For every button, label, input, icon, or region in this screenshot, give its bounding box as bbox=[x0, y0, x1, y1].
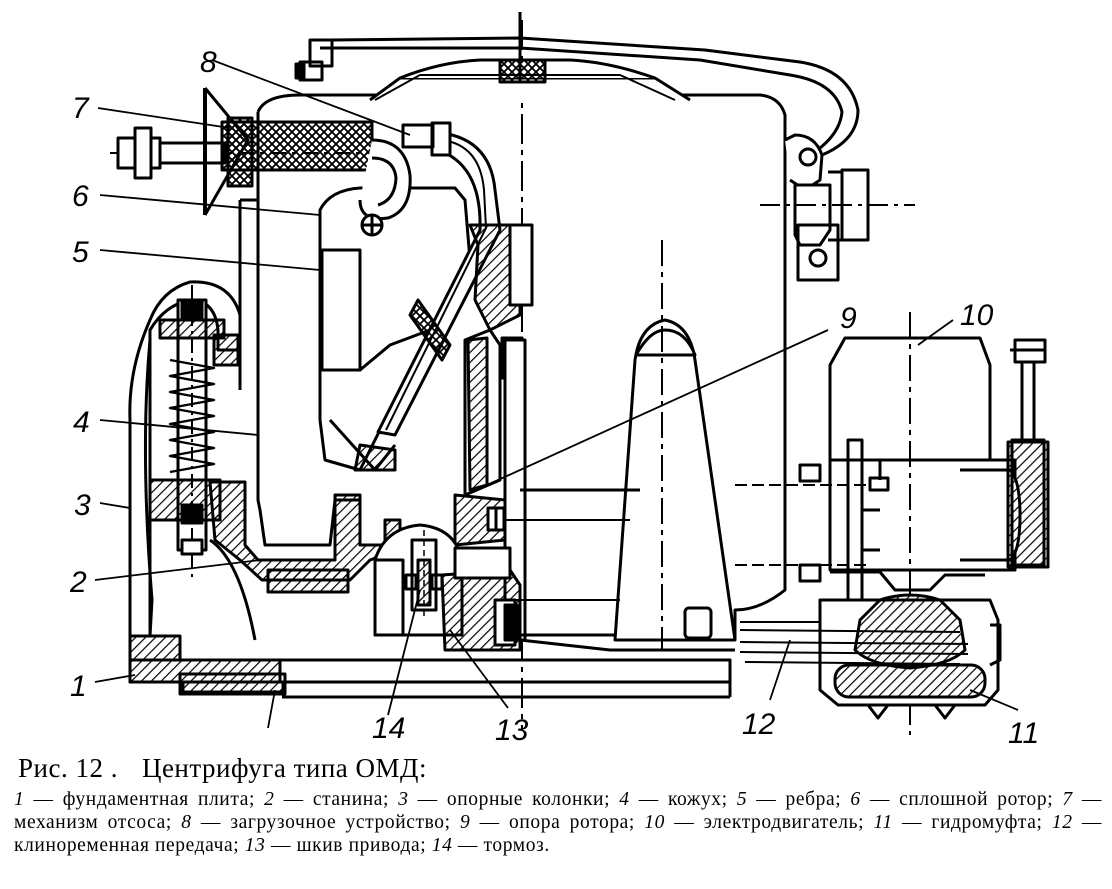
label-11: 11 bbox=[1008, 717, 1039, 745]
legend-num: 12 bbox=[1051, 812, 1073, 833]
legend-item: 1 — фундаментная плита; bbox=[14, 789, 255, 810]
legend-item: 7 — механизм отсоса; bbox=[14, 789, 1102, 833]
frame bbox=[208, 480, 402, 594]
legend-text: механизм отсоса; bbox=[14, 812, 172, 833]
legend-item: 12 — клиноременная передача; bbox=[14, 812, 1102, 856]
legend-text: шкив привода; bbox=[296, 835, 427, 856]
figure-caption: Рис. 12 . Центрифуга типа ОМД: 1 — фундам… bbox=[14, 752, 1102, 857]
label-4: 4 bbox=[73, 406, 90, 439]
label-3: 3 bbox=[74, 489, 91, 522]
legend-text: загрузочное устройство; bbox=[230, 812, 451, 833]
lid-hinge bbox=[760, 133, 915, 282]
caption-title-line: Рис. 12 . Центрифуга типа ОМД: bbox=[18, 752, 1102, 784]
legend-num: 14 bbox=[431, 835, 453, 856]
legend-text: клиноременная передача; bbox=[14, 835, 240, 856]
label-8: 8 bbox=[200, 46, 217, 79]
legend-item: 10 — электродвигатель; bbox=[644, 812, 865, 833]
label-9: 9 bbox=[840, 302, 857, 335]
legend-item: 11 — гидромуфта; bbox=[873, 812, 1043, 833]
legend-item: 9 — опора ротора; bbox=[459, 812, 635, 833]
label-7: 7 bbox=[72, 92, 90, 125]
legend-num: 4 bbox=[619, 789, 630, 810]
legend-num: 2 bbox=[264, 789, 275, 810]
part-labels: 1 2 3 4 5 6 7 8 9 10 11 12 13 14 bbox=[69, 46, 1039, 745]
legend-num: 8 bbox=[181, 812, 192, 833]
leader-lines bbox=[94, 59, 1019, 729]
legend-num: 5 bbox=[736, 789, 748, 810]
legend-text: станина; bbox=[312, 789, 390, 810]
label-5: 5 bbox=[72, 236, 89, 269]
central-cone bbox=[505, 240, 737, 652]
legend-num: 6 bbox=[850, 789, 861, 810]
rotor bbox=[318, 186, 472, 472]
legend-text: электродвигатель; bbox=[703, 812, 865, 833]
casing bbox=[238, 93, 787, 640]
foundation-plate bbox=[128, 634, 732, 699]
electric-motor bbox=[735, 312, 1050, 735]
legend-text: тормоз. bbox=[483, 835, 550, 856]
hydro-coupling bbox=[739, 593, 1002, 720]
brake bbox=[373, 523, 464, 637]
suction-mechanism bbox=[110, 87, 412, 237]
legend-num: 11 bbox=[873, 812, 893, 833]
legend-item: 13 — шкив привода; bbox=[244, 835, 427, 856]
legend-item: 2 — станина; bbox=[264, 789, 390, 810]
legend-text: опора ротора; bbox=[509, 812, 635, 833]
label-12: 12 bbox=[742, 708, 776, 741]
legend-text: фундаментная плита; bbox=[62, 789, 255, 810]
legend-text: гидромуфта; bbox=[931, 812, 1043, 833]
legend-item: 4 — кожух; bbox=[619, 789, 728, 810]
centrifuge-drawing: 1 2 3 4 5 6 7 8 9 10 11 12 13 14 bbox=[69, 12, 1050, 745]
legend-num: 1 bbox=[14, 789, 25, 810]
legend-text: сплошной ротор; bbox=[899, 789, 1054, 810]
legend-text: ребра; bbox=[785, 789, 842, 810]
legend-num: 13 bbox=[244, 835, 266, 856]
label-2: 2 bbox=[69, 566, 87, 599]
legend-item: 8 — загрузочное устройство; bbox=[181, 812, 451, 833]
label-10: 10 bbox=[960, 299, 994, 332]
legend: 1 — фундаментная плита; 2 — станина; 3 —… bbox=[14, 788, 1102, 857]
legend-item: 5 — ребра; bbox=[736, 789, 842, 810]
figure-number: Рис. 12 . bbox=[18, 753, 118, 783]
legend-text: опорные колонки; bbox=[446, 789, 611, 810]
legend-num: 3 bbox=[398, 789, 409, 810]
legend-item: 6 — сплошной ротор; bbox=[850, 789, 1054, 810]
label-6: 6 bbox=[72, 180, 89, 213]
legend-item: 14 — тормоз. bbox=[431, 835, 550, 856]
legend-item: 3 — опорные колонки; bbox=[398, 789, 611, 810]
drive-pulley bbox=[440, 546, 522, 652]
label-13: 13 bbox=[495, 714, 529, 745]
figure-title: Центрифуга типа ОМД: bbox=[141, 753, 427, 783]
label-14: 14 bbox=[372, 712, 405, 745]
label-1: 1 bbox=[70, 670, 87, 703]
legend-text: кожух; bbox=[667, 789, 728, 810]
legend-num: 7 bbox=[1062, 789, 1073, 810]
legend-num: 9 bbox=[459, 812, 471, 833]
loading-pipe bbox=[376, 121, 502, 437]
lid bbox=[294, 12, 860, 157]
legend-num: 10 bbox=[644, 812, 665, 833]
support-column bbox=[128, 280, 257, 641]
